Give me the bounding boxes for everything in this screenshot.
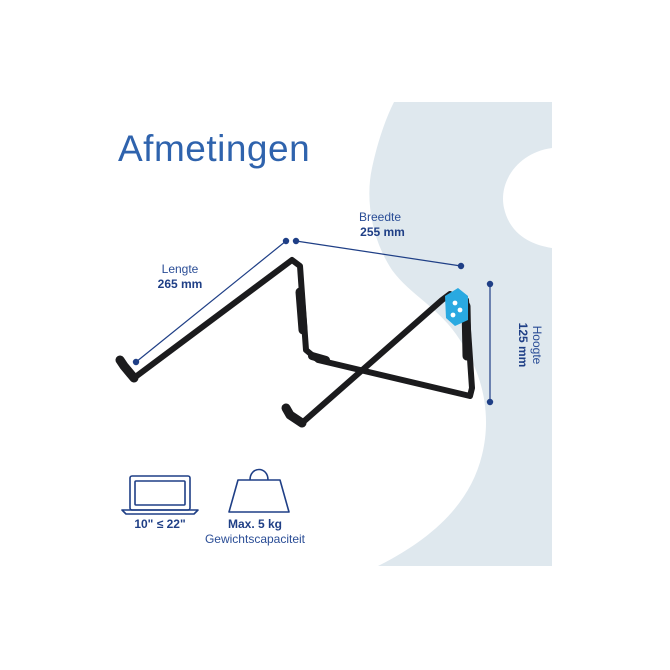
- height-value: 125 mm: [516, 322, 530, 368]
- weight-capacity-label: Gewichtscapaciteit: [204, 532, 306, 546]
- width-value: 255 mm: [360, 225, 405, 239]
- height-annotation: Hoogte 125 mm: [510, 310, 544, 380]
- width-dimension-line: [292, 237, 465, 270]
- weight-icon: [228, 468, 290, 513]
- width-label: Breedte: [358, 210, 402, 224]
- background-shape: [369, 102, 552, 566]
- length-dimension-line: [132, 237, 290, 366]
- page-title: Afmetingen: [118, 128, 311, 169]
- max-weight-label: Max. 5 kg: [227, 517, 283, 531]
- length-value: 265 mm: [157, 277, 203, 291]
- height-dimension-line: [486, 280, 494, 406]
- height-label: Hoogte: [530, 325, 544, 365]
- length-label: Lengte: [161, 262, 199, 276]
- screen-size-label: 10" ≤ 22": [134, 517, 186, 531]
- brand-tag-icon: [445, 288, 468, 326]
- laptop-stand-illustration: [115, 257, 475, 428]
- laptop-icon: [121, 475, 199, 515]
